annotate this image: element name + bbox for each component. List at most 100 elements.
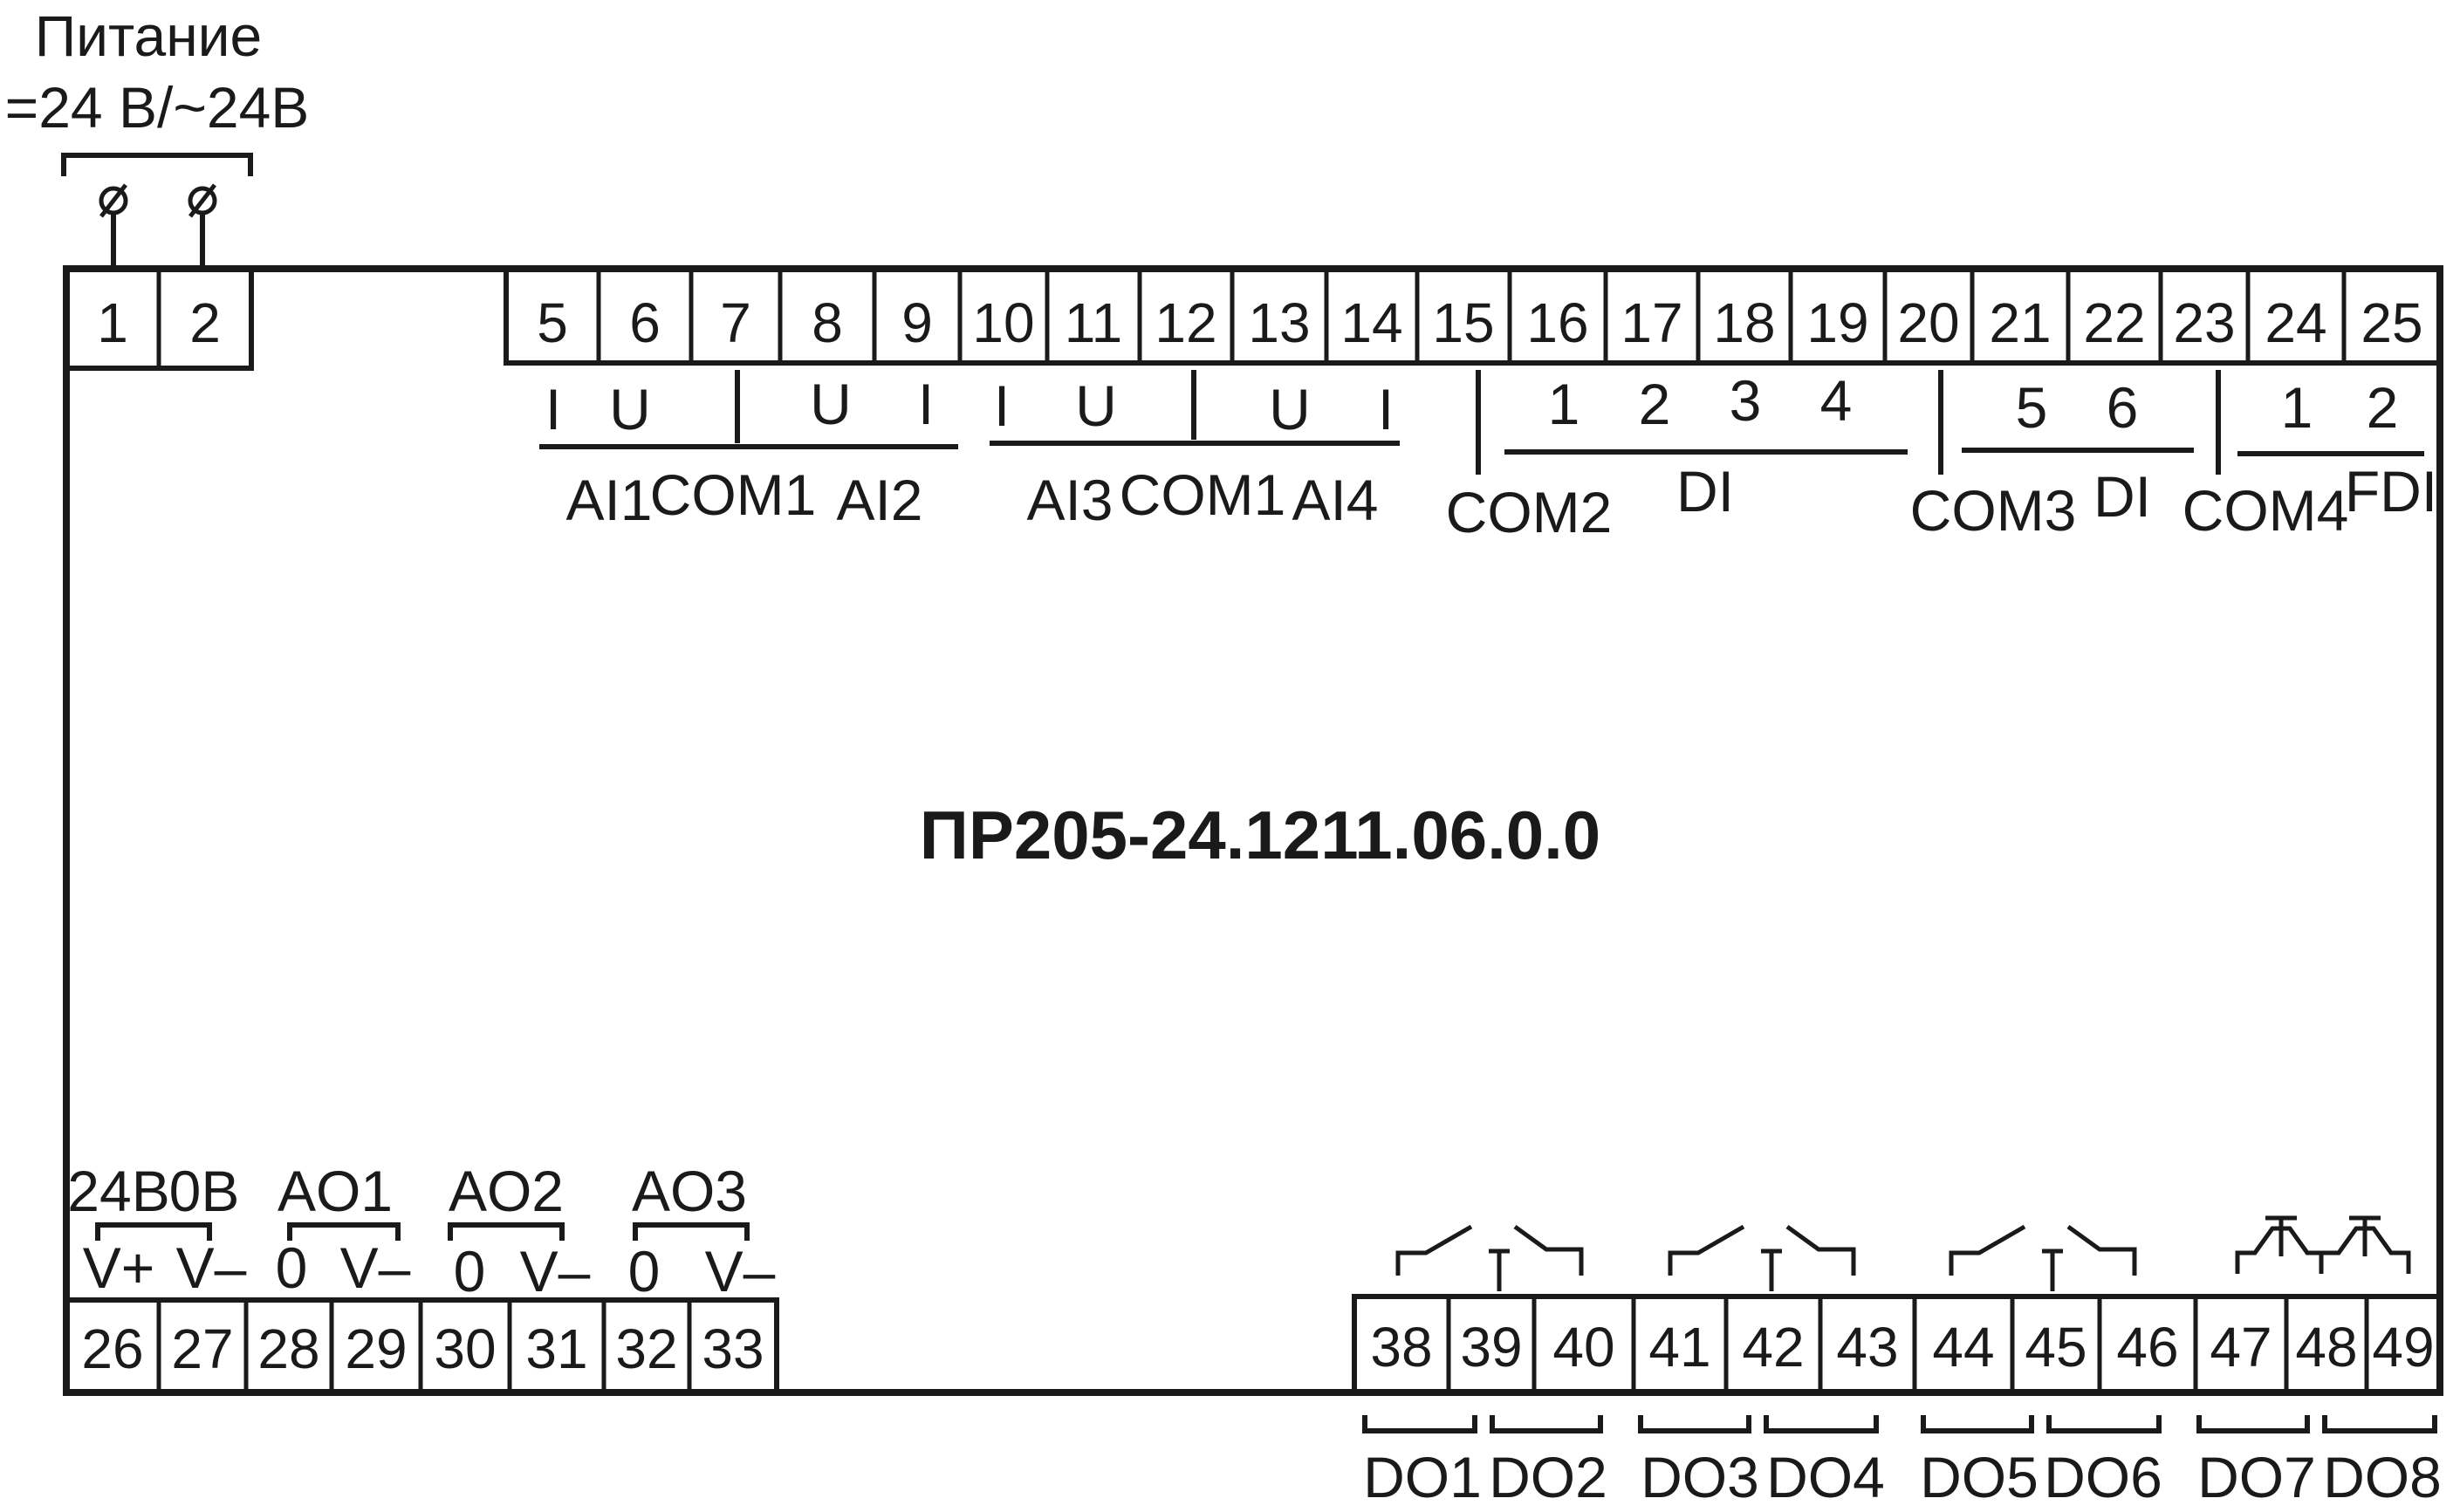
group-com2: COM2 <box>1446 480 1613 544</box>
terminal-41: 41 <box>1648 1316 1710 1379</box>
sublabel-ai3-u: U <box>1075 373 1117 438</box>
terminal-25: 25 <box>2361 291 2422 354</box>
terminal-24: 24 <box>2265 291 2326 354</box>
bottom-group-labels: 24В 0В AO1 AO2 AO3 <box>67 1159 747 1223</box>
terminal-44: 44 <box>1932 1316 1994 1379</box>
terminal-5: 5 <box>537 291 568 354</box>
sublabel-di-2: 2 <box>1639 372 1671 436</box>
terminal-11: 11 <box>1065 291 1122 354</box>
output-do3: DO3 <box>1641 1445 1759 1509</box>
power-subtitle: =24 В/~24В <box>5 75 310 140</box>
sublabel-ai2-i: I <box>918 372 934 436</box>
sublabel-ai4-u: U <box>1269 377 1311 441</box>
group-com1-b: COM1 <box>1120 462 1286 527</box>
output-labels: DO1 DO2 DO3 DO4 DO5 DO6 DO7 DO8 <box>1363 1445 2442 1509</box>
terminal-45: 45 <box>2025 1316 2087 1379</box>
group-0v: 0В <box>169 1159 240 1223</box>
output-do5: DO5 <box>1920 1445 2039 1509</box>
device-model: ПР205-24.1211.06.0.0 <box>920 797 1600 873</box>
terminal-31: 31 <box>525 1317 587 1380</box>
terminal-13: 13 <box>1248 291 1310 354</box>
output-do6: DO6 <box>2044 1445 2162 1509</box>
terminal-15: 15 <box>1432 291 1494 354</box>
terminal-42: 42 <box>1742 1316 1804 1379</box>
group-di-a: DI <box>1676 459 1734 523</box>
top-group-labels: AI1 COM1 AI2 AI3 COM1 AI4 COM2 DI COM3 D… <box>565 459 2437 544</box>
group-ao1: AO1 <box>278 1159 393 1223</box>
terminal-9: 9 <box>901 291 933 354</box>
bottom-left-terminal-block: 26 27 28 29 30 31 32 33 <box>64 1297 779 1395</box>
power-screw-2 <box>188 183 217 270</box>
terminal-32: 32 <box>615 1317 677 1380</box>
sublabel-vplus: V+ <box>83 1235 155 1300</box>
sublabel-di-5: 5 <box>2016 375 2048 440</box>
terminal-47: 47 <box>2210 1316 2272 1379</box>
terminal-19: 19 <box>1806 291 1868 354</box>
terminal-33: 33 <box>702 1317 764 1380</box>
terminal-18: 18 <box>1713 291 1775 354</box>
output-do1: DO1 <box>1363 1445 1482 1509</box>
terminal-48: 48 <box>2295 1316 2357 1379</box>
group-ai1: AI1 <box>565 468 652 532</box>
terminal-7: 7 <box>720 291 751 354</box>
sublabel-ao2-v: V– <box>520 1239 591 1303</box>
terminal-46: 46 <box>2116 1316 2178 1379</box>
bottom-group-brackets <box>95 1222 750 1241</box>
terminal-12: 12 <box>1155 291 1216 354</box>
group-ai3: AI3 <box>1026 468 1113 532</box>
sublabel-ai1-i: I <box>545 377 561 441</box>
terminal-29: 29 <box>345 1317 407 1380</box>
terminal-6: 6 <box>629 291 661 354</box>
terminal-23: 23 <box>2173 291 2235 354</box>
power-screw-1 <box>99 183 128 270</box>
group-di-b: DI <box>2093 464 2151 529</box>
terminal-10: 10 <box>972 291 1034 354</box>
output-do2: DO2 <box>1489 1445 1607 1509</box>
sublabel-fdi-1: 1 <box>2281 375 2313 440</box>
relay-symbols <box>1395 1215 2411 1291</box>
power-terminal-block: 1 2 <box>64 266 254 371</box>
terminal-40: 40 <box>1552 1316 1614 1379</box>
terminal-43: 43 <box>1836 1316 1898 1379</box>
group-com1-a: COM1 <box>650 462 817 527</box>
sublabel-ao2-0: 0 <box>454 1239 486 1303</box>
terminal-14: 14 <box>1340 291 1402 354</box>
terminal-16: 16 <box>1526 291 1588 354</box>
sublabel-vminus-1: V– <box>176 1235 247 1300</box>
sublabel-ao3-v: V– <box>705 1239 776 1303</box>
output-do7: DO7 <box>2197 1445 2316 1509</box>
power-bracket <box>61 153 253 176</box>
sublabel-ai1-u: U <box>609 377 651 441</box>
terminal-1: 1 <box>97 291 128 354</box>
group-24v: 24В <box>67 1159 169 1223</box>
group-ao2: AO2 <box>449 1159 564 1223</box>
sublabel-di-3: 3 <box>1730 368 1762 433</box>
terminal-26: 26 <box>81 1317 143 1380</box>
sublabel-ao1-v: V– <box>340 1235 411 1300</box>
sublabel-ao3-0: 0 <box>628 1239 661 1303</box>
bottom-sublabels: V+ V– 0 V– 0 V– 0 V– <box>83 1235 776 1303</box>
sublabel-ai2-u: U <box>810 372 852 436</box>
group-ao3: AO3 <box>632 1159 747 1223</box>
terminal-30: 30 <box>434 1317 496 1380</box>
group-com4: COM4 <box>2182 478 2349 543</box>
sublabel-ai3-i: I <box>994 373 1010 438</box>
terminal-39: 39 <box>1460 1316 1522 1379</box>
sublabel-fdi-2: 2 <box>2367 375 2399 440</box>
sublabel-ao1-0: 0 <box>276 1235 308 1300</box>
sublabel-ai4-i: I <box>1378 377 1394 441</box>
power-title: Питание <box>35 3 263 68</box>
output-do4: DO4 <box>1766 1445 1885 1509</box>
terminal-28: 28 <box>257 1317 319 1380</box>
terminal-17: 17 <box>1621 291 1682 354</box>
group-ai4: AI4 <box>1292 468 1378 532</box>
terminal-27: 27 <box>171 1317 233 1380</box>
group-ai2: AI2 <box>836 468 922 532</box>
sublabel-di-1: 1 <box>1548 372 1580 436</box>
sublabel-di-4: 4 <box>1820 368 1853 433</box>
terminal-20: 20 <box>1897 291 1959 354</box>
terminal-21: 21 <box>1989 291 2051 354</box>
